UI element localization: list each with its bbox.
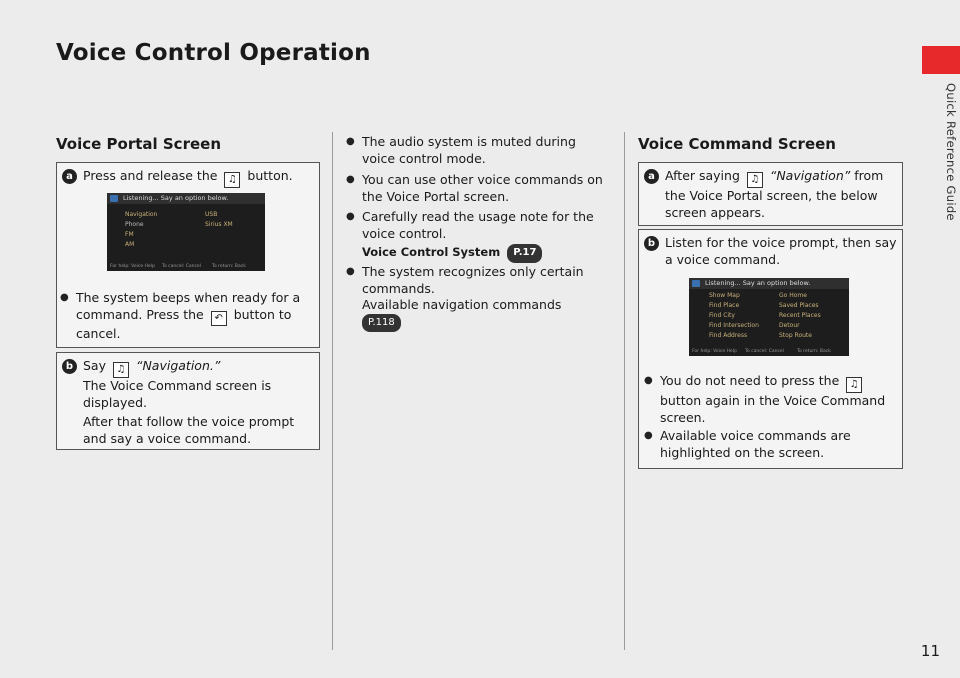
- screen-item: Sirius XM: [205, 221, 233, 228]
- screen-item: Find City: [709, 312, 735, 319]
- screen-item: Find Address: [709, 332, 748, 339]
- voice-icon: [110, 195, 118, 202]
- step-number-badge: a: [62, 169, 77, 184]
- voice-command-screen-image: Listening... Say an option below. Show M…: [689, 278, 849, 356]
- step-number-badge: a: [644, 169, 659, 184]
- screen-footer: For help: Voice Help: [692, 349, 737, 354]
- screen-footer: To cancel: Cancel: [162, 264, 201, 269]
- screen-item: Find Place: [709, 302, 740, 309]
- side-section-label: Quick Reference Guide: [944, 83, 958, 221]
- page-number: 11: [920, 642, 940, 660]
- screen-footer: To cancel: Cancel: [745, 349, 784, 354]
- screen-item: Navigation: [125, 211, 158, 218]
- talk-button-icon: ♫: [224, 172, 241, 189]
- page-title: Voice Control Operation: [56, 40, 371, 66]
- talk-button-icon: ♫: [846, 377, 863, 394]
- portal-step2-text: Say ♫ “Navigation.” The Voice Command sc…: [83, 358, 295, 446]
- screen-header: Listening... Say an option below.: [689, 278, 849, 289]
- portal-bullet-beeps: The system beeps when ready for a comman…: [60, 290, 312, 343]
- middle-bullet-usage-note: Carefully read the usage note for the vo…: [346, 209, 607, 263]
- column-divider: [624, 132, 625, 650]
- screen-footer: To return: Back: [797, 349, 831, 354]
- screen-footer: For help: Voice Help: [110, 264, 155, 269]
- talk-button-icon: ♫: [746, 172, 763, 189]
- screen-item: Phone: [125, 221, 144, 228]
- step-number-badge: b: [62, 359, 77, 374]
- middle-bullet-muted: The audio system is muted during voice c…: [346, 134, 607, 167]
- screen-item: Show Map: [709, 292, 740, 299]
- screen-item: Saved Places: [779, 302, 819, 309]
- screen-item: USB: [205, 211, 218, 218]
- screen-footer: To return: Back: [212, 264, 246, 269]
- command-step1-text: After saying ♫ “Navigation” from the Voi…: [665, 168, 884, 220]
- section-tab-marker: [922, 46, 960, 74]
- command-step2-box: b Listen for the voice prompt, then say …: [638, 229, 903, 469]
- screen-item: Find Intersection: [709, 322, 759, 329]
- screen-item: Recent Places: [779, 312, 821, 319]
- screen-header: Listening... Say an option below.: [107, 193, 265, 204]
- middle-bullet-recognizes: The system recognizes only certain comma…: [346, 264, 607, 332]
- command-step1-box: a After saying ♫ “Navigation” from the V…: [638, 162, 903, 226]
- screen-item: Go Home: [779, 292, 807, 299]
- voice-command-heading: Voice Command Screen: [638, 135, 836, 153]
- voice-portal-screen-image: Listening... Say an option below. Naviga…: [107, 193, 265, 271]
- back-button-icon: ↶: [210, 311, 227, 327]
- command-bullet-no-press: You do not need to press the ♫ button ag…: [644, 373, 895, 426]
- column-divider: [332, 132, 333, 650]
- command-bullet-highlighted: Available voice commands are highlighted…: [644, 428, 895, 461]
- page-reference-link[interactable]: P.17: [507, 244, 543, 263]
- screen-item: AM: [125, 241, 135, 248]
- talk-button-icon: ♫: [112, 362, 129, 379]
- portal-step2-box: b Say ♫ “Navigation.” The Voice Command …: [56, 352, 320, 450]
- portal-step1-text: Press and release the ♫ button.: [83, 168, 313, 189]
- command-step2-text: Listen for the voice prompt, then say a …: [665, 235, 897, 267]
- step-number-badge: b: [644, 236, 659, 251]
- screen-item: Stop Route: [779, 332, 812, 339]
- voice-icon: [692, 280, 700, 287]
- middle-bullet-other-commands: You can use other voice commands on the …: [346, 172, 607, 205]
- portal-step1-box: a Press and release the ♫ button. Listen…: [56, 162, 320, 348]
- screen-item: FM: [125, 231, 134, 238]
- page-reference-link[interactable]: P.118: [362, 313, 401, 332]
- screen-item: Detour: [779, 322, 800, 329]
- voice-portal-heading: Voice Portal Screen: [56, 135, 221, 153]
